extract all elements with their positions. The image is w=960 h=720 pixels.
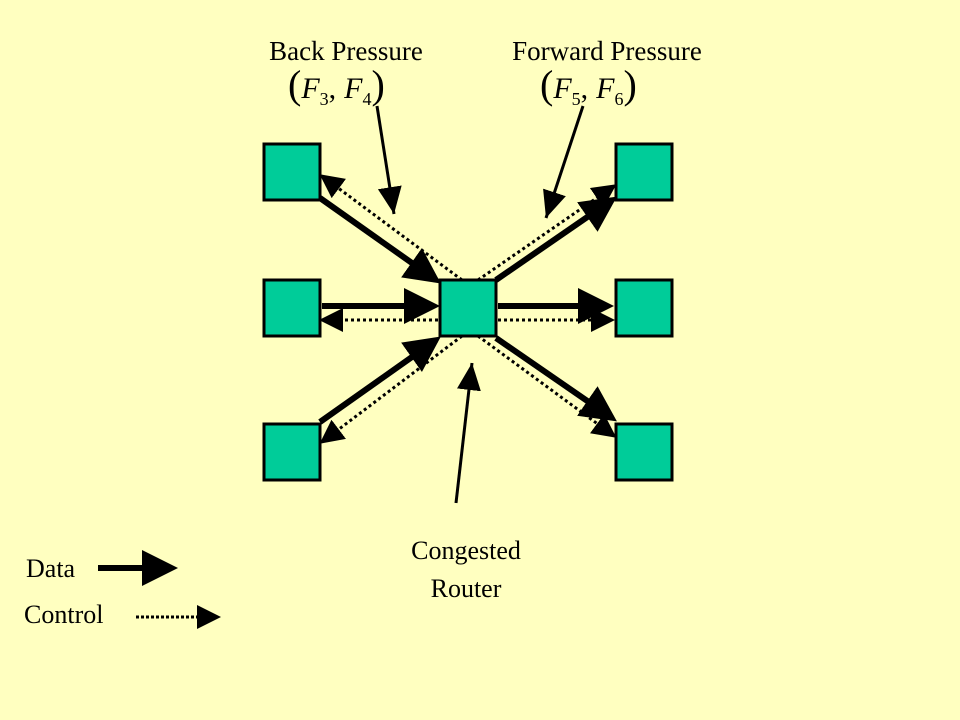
nodes (262, 142, 674, 482)
node-mid-left (262, 278, 322, 338)
data-link-top-right (494, 196, 617, 283)
congested-router-label-line2: Router (431, 574, 502, 603)
congested-router-pointer (454, 362, 481, 504)
control-links (319, 174, 617, 444)
legend-data-label: Data (26, 554, 76, 583)
back-pressure-pointer (375, 105, 402, 215)
node-top-right (614, 142, 674, 202)
data-links (318, 195, 617, 425)
data-link-top-left (318, 195, 441, 284)
back-pressure-label: Back Pressure (269, 36, 423, 66)
node-top-left (262, 142, 322, 202)
control-link-top-right (477, 184, 617, 282)
node-mid-right (614, 278, 674, 338)
forward-pressure-label: Forward Pressure (512, 36, 702, 66)
data-link-bottom-right (494, 335, 617, 422)
legend-control-label: Control (24, 600, 103, 629)
control-link-top-left (319, 174, 463, 282)
svg-text:(F5,F6): (F5,F6) (540, 62, 637, 109)
legend: Data Control (24, 550, 221, 629)
forward-pressure-pointer (543, 105, 585, 219)
svg-text:(F3,F4): (F3,F4) (288, 62, 385, 109)
forward-pressure-formula: (F5,F6) (540, 62, 637, 109)
node-bottom-left (262, 422, 322, 482)
control-link-bottom-right (477, 334, 617, 438)
back-pressure-formula: (F3,F4) (288, 62, 385, 109)
data-link-bottom-left (318, 336, 441, 425)
control-link-bottom-left (319, 334, 463, 444)
node-congested-router (438, 278, 498, 338)
congested-router-label-line1: Congested (411, 536, 521, 565)
node-bottom-right (614, 422, 674, 482)
